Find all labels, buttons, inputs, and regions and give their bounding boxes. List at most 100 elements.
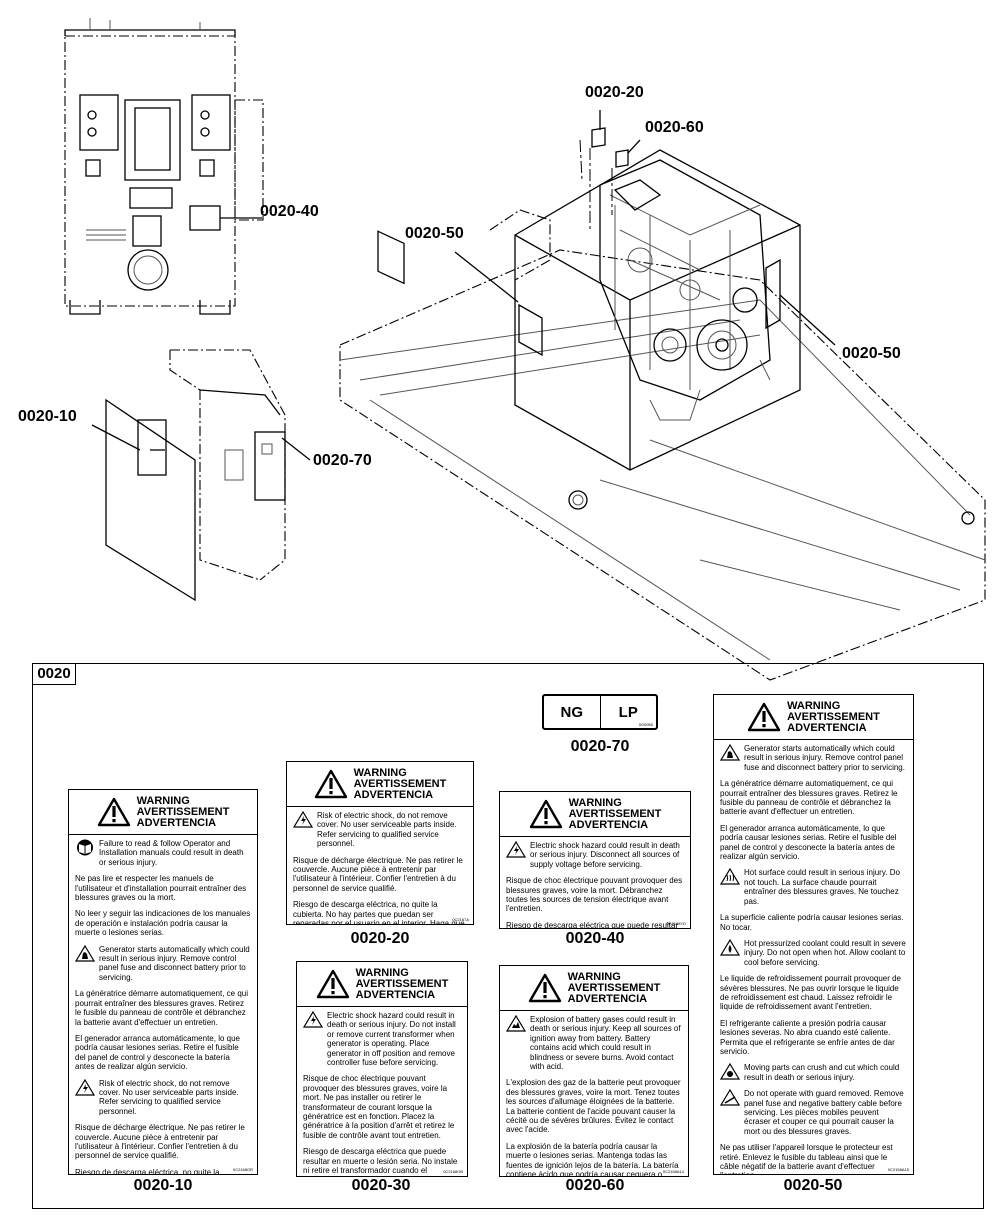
warning-word: AVERTISSEMENT xyxy=(355,977,449,990)
decal-paragraph: Do not operate with guard removed. Remov… xyxy=(720,1089,907,1140)
decal-text: La explosión de la batería podría causar… xyxy=(506,1141,679,1177)
decal-code: 0C2168YD xyxy=(666,921,686,926)
decal-text: Riesgo de descarga eléctrica, no quite l… xyxy=(75,1167,220,1175)
callout-0020-70: 0020-70 xyxy=(313,452,372,469)
controller-front-panel xyxy=(64,18,264,315)
decal-paragraph: Electric shock hazard could result in de… xyxy=(303,1011,461,1071)
decal-paragraph: El refrigerante caliente a presión podrí… xyxy=(720,1019,907,1061)
shock-icon xyxy=(293,811,313,828)
decal-text: Electric shock hazard could result in de… xyxy=(530,841,680,869)
decal-text: Le liquide de refroidissement pourrait p… xyxy=(720,974,901,1012)
warning-word: WARNING xyxy=(568,796,622,809)
decal-text: Risk of electric shock, do not remove co… xyxy=(317,811,457,849)
warning-word: AVERTISSEMENT xyxy=(353,777,447,790)
decal-paragraph: Ne pas utiliser l'appareil lorsque le pr… xyxy=(720,1143,907,1174)
warning-word: ADVERTENCIA xyxy=(568,818,649,831)
decal-paragraph: Electric shock hazard could result in de… xyxy=(506,841,684,873)
shock-icon xyxy=(75,1078,95,1096)
decal-text: Hot pressurized coolant could result in … xyxy=(744,938,906,967)
decal-text: Risk of electric shock, do not remove co… xyxy=(99,1078,239,1116)
warning-word: WARNING xyxy=(355,966,409,979)
guard-icon xyxy=(720,1089,740,1106)
warning-word: ADVERTENCIA xyxy=(567,992,648,1005)
decal-code: 0C2168OB xyxy=(443,1169,463,1174)
decal-text: Generator starts automatically which cou… xyxy=(744,744,905,772)
warning-word: WARNING xyxy=(567,970,621,983)
decal-code: 0C2158A14 xyxy=(662,1169,684,1174)
decal-text: Generator starts automatically which cou… xyxy=(99,944,250,982)
decal-paragraph: Risque de choc électrique pouvant provoq… xyxy=(303,1074,461,1144)
callout-0020-50-right: 0020-50 xyxy=(842,345,901,362)
decal-paragraph: El generador arranca automáticamente, lo… xyxy=(75,1034,251,1076)
decal-label-0020-40: 0020-40 xyxy=(565,930,625,947)
warning-word: AVERTISSEMENT xyxy=(567,981,661,994)
decal-paragraph: Risque de décharge électrique. Ne pas re… xyxy=(75,1123,251,1165)
decal-text: Risque de choc électrique pouvant provoq… xyxy=(506,876,683,914)
fuel-lp: LP xyxy=(599,696,657,728)
decal-paragraph: Hot surface could result in serious inju… xyxy=(720,868,907,910)
warning-word: ADVERTENCIA xyxy=(353,788,434,801)
decal-paragraph: Ne pas lire et respecter les manuels de … xyxy=(75,874,251,906)
decal-paragraph: Failure to read & follow Operator and In… xyxy=(75,839,251,871)
warning-triangle-icon xyxy=(314,769,348,799)
decal-text: Do not operate with guard removed. Remov… xyxy=(744,1089,904,1136)
decal-kit-frame xyxy=(32,663,984,1209)
decal-text: El generador arranca automáticamente, lo… xyxy=(75,1033,240,1072)
decal-paragraph: Le liquide de refroidissement pourrait p… xyxy=(720,974,907,1016)
decal-paragraph: Riesgo de descarga eléctrica, no quite l… xyxy=(75,1167,251,1175)
callout-0020-60: 0020-60 xyxy=(645,119,704,136)
decal-paragraph: Moving parts can crush and cut which cou… xyxy=(720,1063,907,1086)
decal-paragraph: Generator starts automatically which cou… xyxy=(75,944,251,987)
decal-text: El refrigerante caliente a presión podrí… xyxy=(720,1018,895,1056)
decal-text: Moving parts can crush and cut which cou… xyxy=(744,1063,900,1082)
warning-word: ADVERTENCIA xyxy=(787,721,867,734)
warning-word: WARNING xyxy=(787,699,841,712)
decal-label-0020-70: 0020-70 xyxy=(570,738,630,755)
warning-word: AVERTISSEMENT xyxy=(787,710,880,723)
decal-paragraph: El generador arranca automáticamente, lo… xyxy=(720,824,907,866)
decal-code: 0G0950 xyxy=(638,722,653,727)
explosion-icon xyxy=(506,1015,526,1032)
callout-leaders xyxy=(454,110,836,346)
callout-0020-40: 0020-40 xyxy=(260,203,319,220)
warning-word: WARNING xyxy=(353,766,407,779)
decal-paragraph: Generator starts automatically which cou… xyxy=(720,744,907,776)
warning-triangle-icon xyxy=(747,702,781,732)
decal-paragraph: La superficie caliente podría causar les… xyxy=(720,913,907,936)
controller-enclosure xyxy=(91,349,311,602)
decal-label-0020-60: 0020-60 xyxy=(565,1177,625,1194)
decal-text: Risque de choc électrique pouvant provoq… xyxy=(303,1074,455,1140)
decal-text: No leer y seguir las indicaciones de los… xyxy=(75,909,251,938)
decal-text: Hot surface could result in serious inju… xyxy=(744,868,900,906)
decal-paragraph: La explosión de la batería podría causar… xyxy=(506,1141,682,1177)
decal-paragraph: Risque de choc électrique pouvant provoq… xyxy=(506,876,684,918)
decal-text: El generador arranca automáticamente, lo… xyxy=(720,823,897,862)
decal-code: 0C2158A15 xyxy=(887,1167,909,1172)
decal-paragraph: Hot pressurized coolant could result in … xyxy=(720,938,907,971)
decal-label-0020-10: 0020-10 xyxy=(133,1177,193,1194)
decal-text: Explosion of battery gases could result … xyxy=(530,1015,681,1072)
decal-paragraph: La génératrice démarre automatiquement, … xyxy=(720,779,907,821)
warning-word: ADVERTENCIA xyxy=(355,988,436,1001)
warning-triangle-icon xyxy=(529,799,563,829)
hand-icon xyxy=(720,744,740,761)
hot-surface-icon xyxy=(720,868,740,886)
callout-0020-10: 0020-10 xyxy=(18,408,77,425)
coolant-icon xyxy=(720,938,740,956)
warning-word: AVERTISSEMENT xyxy=(136,805,230,818)
decal-paragraph: L'explosion des gaz de la batterie peut … xyxy=(506,1078,682,1138)
decal-text: Risque de décharge électrique. Ne pas re… xyxy=(293,855,463,893)
decal-text: L'explosion des gaz de la batterie peut … xyxy=(506,1078,681,1135)
warning-word: WARNING xyxy=(136,794,190,807)
decal-text: La génératrice démarre automatiquement, … xyxy=(720,779,898,817)
fuel-ng: NG xyxy=(560,703,584,721)
